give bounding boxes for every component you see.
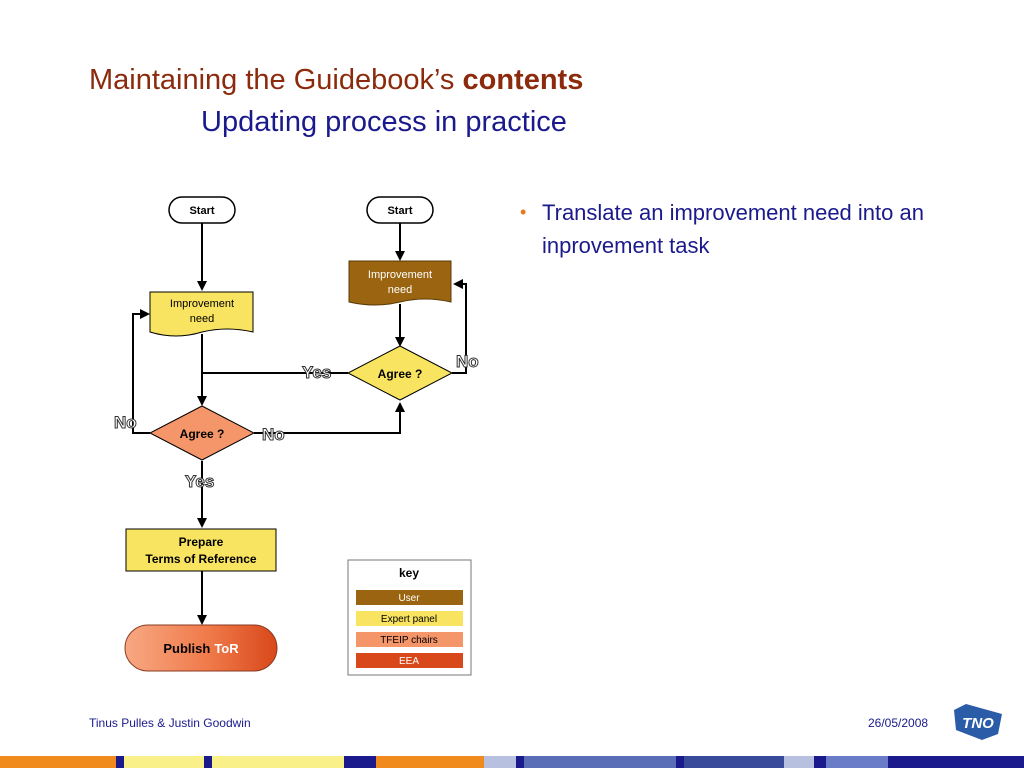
label-no-right: No xyxy=(456,352,479,371)
tno-logo-text: TNO xyxy=(962,715,994,732)
publish-label-tor: ToR xyxy=(214,641,239,656)
left-start-label: Start xyxy=(189,205,214,217)
label-no-middle: No xyxy=(262,425,285,444)
left-need-node xyxy=(149,291,254,337)
right-need-label-2: need xyxy=(388,284,412,296)
footer-author: Tinus Pulles & Justin Goodwin xyxy=(89,716,251,730)
connector-right-no-loop xyxy=(452,279,467,374)
key-title: key xyxy=(399,566,419,580)
publish-tor-node xyxy=(124,624,278,672)
right-need-node xyxy=(348,260,452,306)
slide-title-plain: Maintaining the Guidebook’s xyxy=(89,64,463,96)
label-yes-top: Yes xyxy=(302,363,331,382)
key-swatch-expert-panel xyxy=(356,611,463,626)
slide-title: Maintaining the Guidebook’s contents xyxy=(89,64,583,97)
slide-title-bold: contents xyxy=(462,64,584,96)
slide-subtitle: Updating process in practice xyxy=(201,106,567,138)
right-decision-node xyxy=(346,345,454,401)
right-need-label-1: Improvement xyxy=(368,269,432,281)
key-swatch-user xyxy=(356,590,463,605)
publish-label-word: Publish xyxy=(163,641,210,656)
connector-left-no-to-right xyxy=(254,402,405,434)
left-need-label-1: Improvement xyxy=(170,298,234,310)
publish-label: Publish ToR xyxy=(163,641,239,656)
prepare-label-2: Terms of Reference xyxy=(145,552,256,566)
prepare-label-1: Prepare xyxy=(179,535,224,549)
left-need-label-2: need xyxy=(190,313,214,325)
bullet-text: Translate an improvement need into an in… xyxy=(542,200,924,258)
tno-logo-icon: TNO xyxy=(954,704,1002,740)
prepare-tor-node xyxy=(125,528,277,572)
flowchart-connectors xyxy=(132,223,467,625)
key-label-eea: EEA xyxy=(399,656,419,667)
bullet-dot-icon: • xyxy=(520,202,527,222)
key-label-expert-panel: Expert panel xyxy=(381,614,437,625)
key-label-user: User xyxy=(398,593,420,604)
label-no-left: No xyxy=(114,413,137,432)
connector-left-no-loop xyxy=(132,309,150,434)
right-start-label: Start xyxy=(387,205,412,217)
key-swatch-tfeip-chairs xyxy=(356,632,463,647)
left-decision-label: Agree ? xyxy=(180,427,225,441)
footer-date: 26/05/2008 xyxy=(868,716,929,730)
key-label-tfeip-chairs: TFEIP chairs xyxy=(380,635,438,646)
left-decision-node xyxy=(148,405,256,461)
key-swatch-eea xyxy=(356,653,463,668)
left-start-node xyxy=(168,196,236,224)
flowchart: Start Start Improvement need Improvement… xyxy=(114,196,479,676)
right-start-node xyxy=(366,196,434,224)
right-decision-label: Agree ? xyxy=(378,367,423,381)
bottom-color-bar xyxy=(0,756,1024,768)
label-yes-bottom: Yes xyxy=(185,472,214,491)
